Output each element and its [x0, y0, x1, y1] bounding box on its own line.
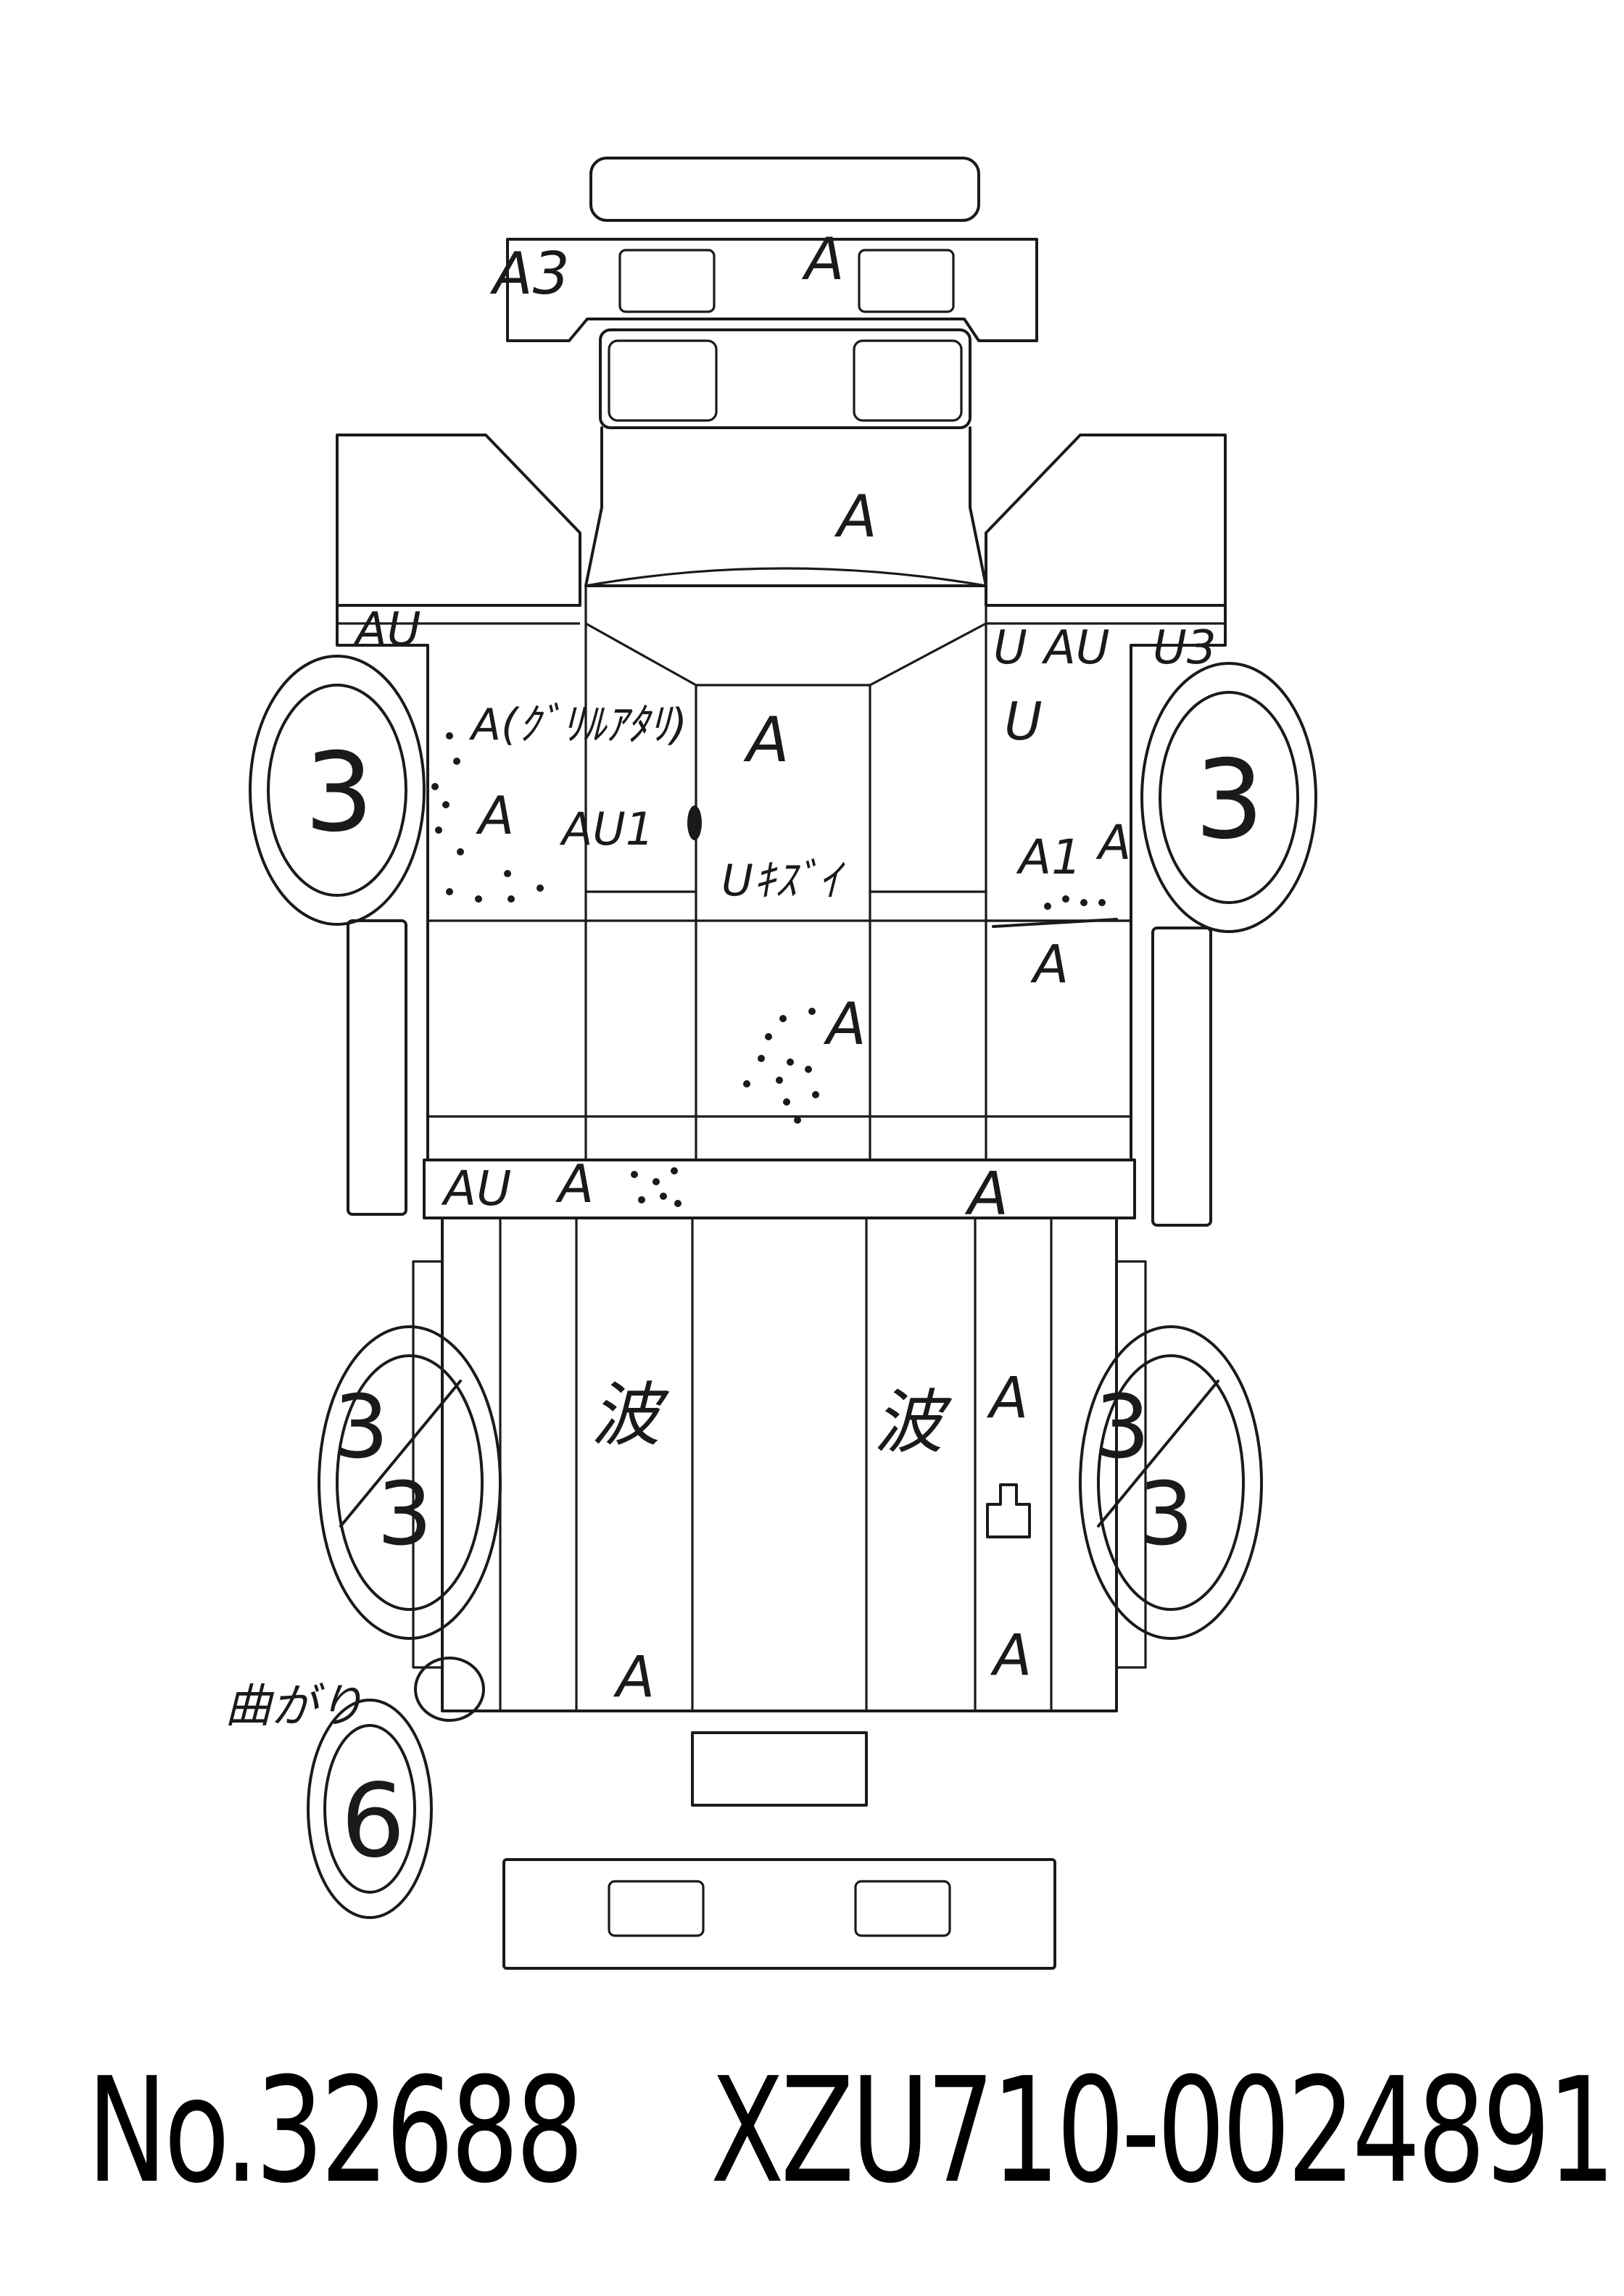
note-right-a1: A1 — [1016, 829, 1082, 885]
note-bent: 曲がり — [225, 1680, 364, 1733]
front-right-lamp — [858, 249, 955, 313]
note-front-left-corner: A3 — [489, 240, 570, 307]
note-sill-right-a: A — [964, 1160, 1008, 1229]
stipple-left-upper — [431, 732, 544, 903]
inspection-number: No.32688 — [87, 2047, 584, 2216]
note-right-top-2: AU — [1041, 621, 1110, 675]
chassis-number: XZU710-0024891 — [710, 2047, 1615, 2216]
dent-symbol — [986, 1483, 1031, 1538]
rear-right-tire-slash — [1097, 1380, 1219, 1528]
front-right-tire — [1140, 662, 1317, 933]
note-right-a: A — [1095, 815, 1131, 871]
note-right-u: U — [1004, 691, 1043, 752]
sill — [423, 1159, 1136, 1219]
tire-grade-front-right: 3 — [1195, 737, 1264, 863]
note-left-mid: A — [476, 785, 514, 846]
cargo-bed — [441, 1217, 1118, 1712]
right-scratch-line — [992, 918, 1118, 928]
rear-left-tire-inner — [336, 1354, 484, 1611]
front-left-tire-inner — [267, 684, 407, 897]
windshield-frame — [599, 328, 972, 429]
rear-left-tire-slash — [339, 1380, 462, 1528]
bent-circle — [414, 1657, 485, 1722]
stipple-center — [743, 1008, 819, 1124]
rear-left-tire — [318, 1325, 502, 1640]
note-front-bumper: A — [801, 225, 845, 293]
spare-tire-inner — [323, 1724, 416, 1894]
note-center-a: A — [743, 704, 790, 776]
note-bed-right-a-top: A — [986, 1366, 1028, 1431]
right-rear-arch — [1116, 1260, 1147, 1669]
left-rear-arch — [412, 1260, 442, 1669]
note-bed-right-wave: 波 — [874, 1382, 953, 1463]
front-left-lamp — [618, 249, 716, 313]
note-sill-left-au: AU — [441, 1161, 511, 1217]
note-bed-right-a-bottom: A — [990, 1623, 1032, 1688]
front-left-tire — [249, 655, 426, 926]
note-bed-left-wave: 波 — [591, 1375, 670, 1456]
left-door-panel — [336, 434, 581, 607]
cab-roof — [584, 426, 987, 587]
stipple-sill — [631, 1167, 682, 1207]
right-window — [853, 339, 963, 422]
note-floor-a: A — [823, 990, 866, 1058]
tire-grade-rear-right-bottom: 3 — [1138, 1464, 1193, 1565]
tire-grade-spare: 6 — [341, 1762, 405, 1881]
tire-grade-rear-left-top: 3 — [334, 1377, 389, 1478]
rear-bumper — [502, 1858, 1056, 1970]
spare-tire — [307, 1699, 433, 1919]
right-side-fender — [1151, 927, 1212, 1227]
left-window — [608, 339, 718, 422]
tire-grade-front-left: 3 — [304, 730, 373, 856]
front-bumper-bar — [589, 157, 980, 222]
note-right-top-3: U3 — [1153, 621, 1217, 675]
rear-right-lamp — [854, 1880, 951, 1937]
rear-right-tire — [1079, 1325, 1263, 1640]
note-right-a-lower: A — [1030, 934, 1069, 995]
note-bed-left-a-bottom: A — [613, 1645, 655, 1710]
note-left-pillar: A(ｸﾞﾘﾙｱﾀﾘ) — [468, 700, 687, 750]
rear-right-tire-inner — [1097, 1354, 1245, 1611]
note-left-top: AU — [352, 603, 421, 657]
note-center-u: Uｷｽﾞｲ — [721, 855, 845, 906]
rear-step — [691, 1731, 868, 1807]
tire-grade-rear-right-top: 3 — [1095, 1377, 1150, 1478]
note-sill-left-a: A — [555, 1153, 594, 1214]
dent-mark — [687, 805, 702, 840]
note-left-au1: AU1 — [559, 803, 654, 855]
roof-curve — [585, 567, 987, 587]
note-right-top-1: U — [993, 621, 1027, 675]
tire-grade-rear-left-bottom: 3 — [377, 1464, 432, 1565]
front-right-tire-inner — [1159, 691, 1299, 904]
front-grille — [506, 238, 1038, 342]
stipple-right — [1044, 895, 1106, 910]
right-door-panel — [985, 434, 1227, 607]
note-hood: A — [834, 483, 877, 550]
left-side-fender — [347, 919, 407, 1216]
rear-left-lamp — [608, 1880, 705, 1937]
